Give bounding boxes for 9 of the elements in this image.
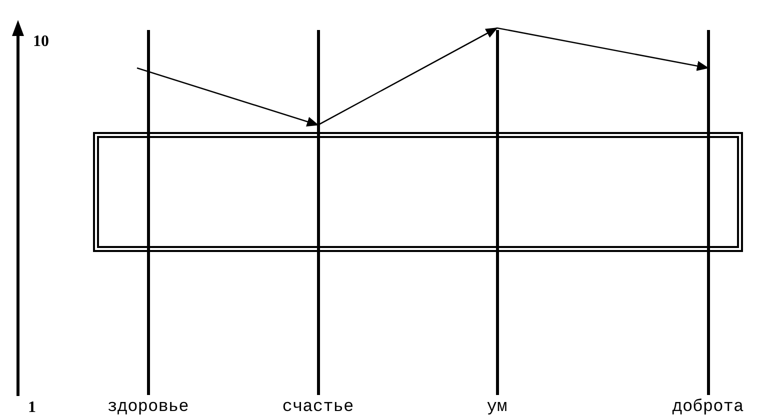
category-label: счастье [281,399,355,416]
axis-min-label: 1 [28,400,36,416]
arrow [496,27,709,71]
category-label: ум [486,399,508,416]
category-label: доброта [671,399,745,416]
arrow [136,67,319,126]
category-label: здоровье [106,399,190,416]
arrow [318,27,498,126]
axis-max-label: 10 [33,34,49,50]
